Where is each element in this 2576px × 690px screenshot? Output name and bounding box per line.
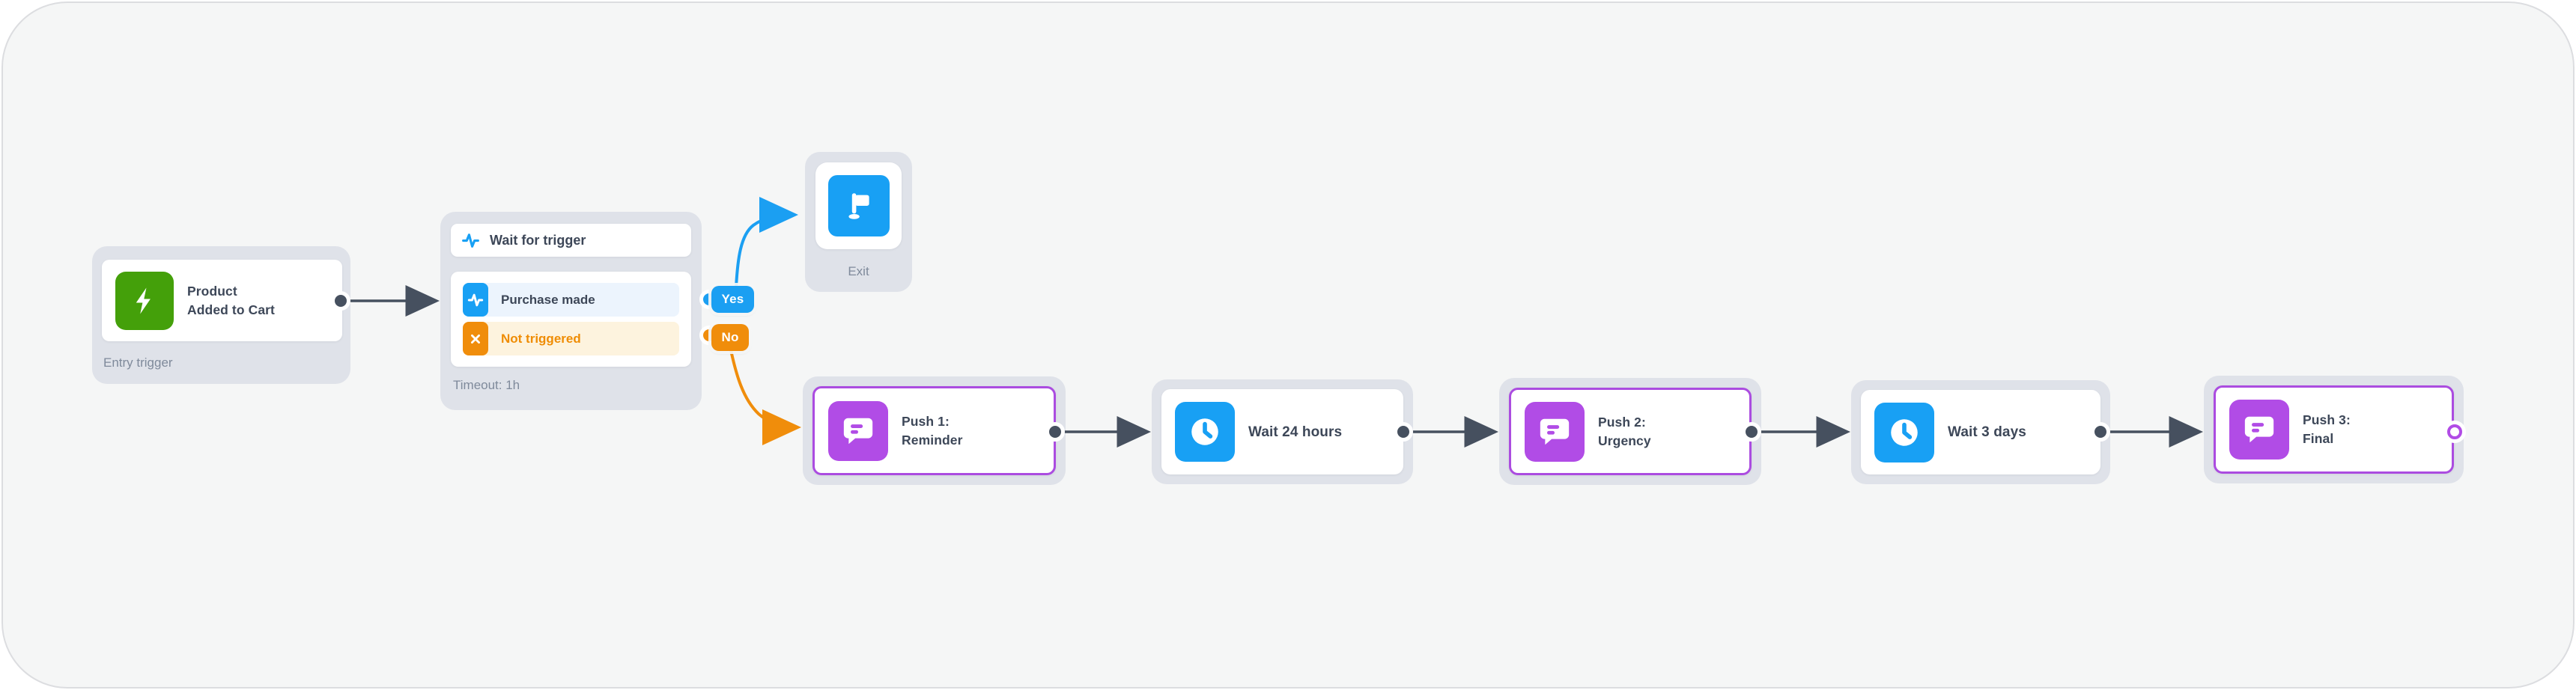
node-title: Product Added to Cart bbox=[187, 283, 275, 317]
branch-purchase-made[interactable]: Purchase made bbox=[463, 283, 679, 317]
node-title: Push 1: Reminder bbox=[902, 413, 963, 448]
node-push-3[interactable]: Push 3: Final bbox=[2204, 376, 2464, 483]
wait-for-trigger-header[interactable]: Wait for trigger bbox=[451, 224, 691, 257]
branch-label: Not triggered bbox=[501, 331, 581, 346]
message-icon bbox=[828, 400, 888, 461]
port-push2-out[interactable] bbox=[1742, 422, 1761, 442]
wait-branches: Purchase made Not triggered bbox=[451, 272, 691, 367]
wait-3-days-card[interactable]: Wait 3 days bbox=[1861, 390, 2100, 474]
lightning-icon bbox=[115, 271, 174, 330]
wait-24-hours-card[interactable]: Wait 24 hours bbox=[1161, 389, 1403, 474]
node-title: Push 2: Urgency bbox=[1598, 414, 1651, 448]
node-wait-for-trigger[interactable]: Wait for trigger Purchase made Not trigg… bbox=[440, 212, 702, 410]
timeout-label: Timeout: 1h bbox=[453, 378, 520, 392]
node-push-2[interactable]: Push 2: Urgency bbox=[1499, 378, 1761, 485]
activity-icon bbox=[463, 283, 488, 317]
port-push3-out-empty[interactable] bbox=[2447, 424, 2462, 439]
clock-icon bbox=[1874, 402, 1934, 462]
branch-label: Purchase made bbox=[501, 292, 595, 307]
port-entry-out[interactable] bbox=[331, 291, 350, 311]
clock-icon bbox=[1175, 402, 1235, 462]
node-entry-trigger[interactable]: Product Added to Cart Entry trigger bbox=[92, 246, 350, 384]
x-icon bbox=[463, 322, 488, 355]
edge-label-yes: Yes bbox=[711, 286, 754, 313]
entry-trigger-card[interactable]: Product Added to Cart bbox=[102, 260, 342, 341]
flag-icon bbox=[827, 175, 890, 236]
push-1-card[interactable]: Push 1: Reminder bbox=[812, 386, 1056, 475]
push-2-card[interactable]: Push 2: Urgency bbox=[1509, 388, 1752, 475]
node-exit[interactable]: Exit bbox=[805, 152, 912, 292]
node-push-1[interactable]: Push 1: Reminder bbox=[803, 376, 1066, 485]
message-icon bbox=[2229, 400, 2289, 460]
node-wait-24-hours[interactable]: Wait 24 hours bbox=[1152, 379, 1413, 484]
exit-card[interactable] bbox=[815, 162, 902, 249]
port-push1-out[interactable] bbox=[1045, 422, 1065, 442]
edge-label-no: No bbox=[711, 324, 749, 351]
node-wait-3-days[interactable]: Wait 3 days bbox=[1851, 380, 2110, 484]
node-title: Wait 24 hours bbox=[1248, 424, 1343, 440]
message-icon bbox=[1525, 401, 1585, 462]
push-3-card[interactable]: Push 3: Final bbox=[2214, 385, 2454, 474]
node-title: Push 3: Final bbox=[2303, 412, 2351, 446]
activity-icon bbox=[461, 231, 480, 250]
node-title: Wait for trigger bbox=[490, 232, 586, 248]
node-caption: Entry trigger bbox=[103, 355, 173, 370]
branch-not-triggered[interactable]: Not triggered bbox=[463, 322, 679, 355]
port-wait3-out[interactable] bbox=[2091, 422, 2110, 442]
node-title: Wait 3 days bbox=[1948, 424, 2026, 440]
node-caption: Exit bbox=[848, 264, 869, 278]
port-wait24-out[interactable] bbox=[1394, 422, 1413, 442]
